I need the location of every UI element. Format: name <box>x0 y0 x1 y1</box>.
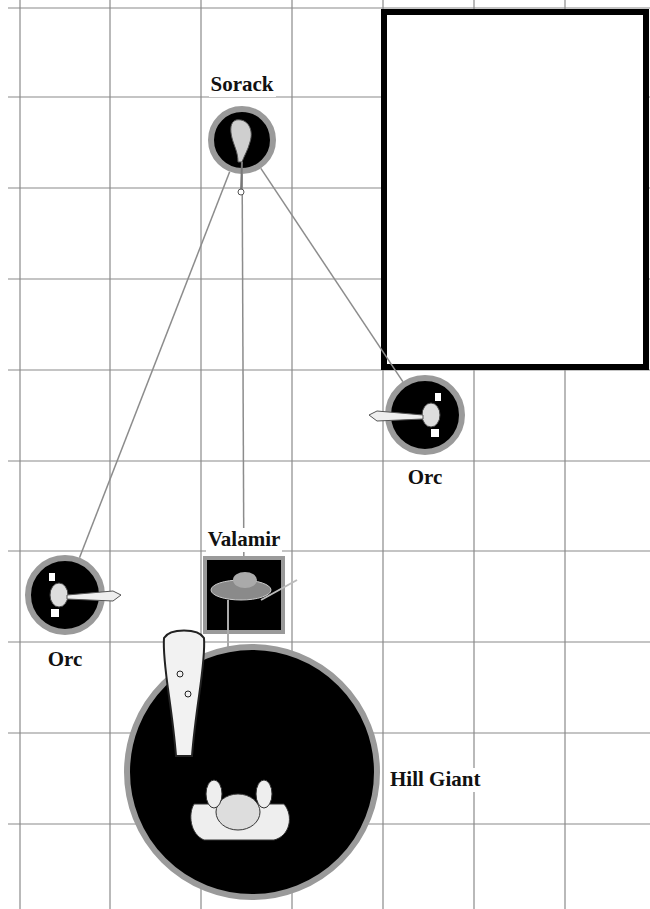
monster-token: Orc <box>25 555 105 635</box>
token-art <box>127 631 377 898</box>
pc-token: Sorack <box>208 106 276 174</box>
token-outline <box>25 555 105 635</box>
token-name: Hill Giant <box>388 768 482 791</box>
wall-block <box>384 12 646 367</box>
token-outline <box>203 556 285 634</box>
token-name: Orc <box>46 648 85 671</box>
token-outline <box>124 644 380 900</box>
monster-token: Orc <box>385 375 465 455</box>
token-art <box>211 109 273 195</box>
grid-lines <box>8 0 650 909</box>
token-outline <box>385 375 465 455</box>
token-art <box>369 378 462 452</box>
sight-line <box>242 174 244 556</box>
sight-line <box>261 168 403 381</box>
token-outline <box>208 106 276 174</box>
pc-token: Valamir <box>203 556 285 634</box>
token-name: Orc <box>406 466 445 489</box>
token-art <box>28 558 121 632</box>
token-name: Valamir <box>206 528 283 551</box>
monster-token: Hill Giant <box>124 644 380 900</box>
sight-line <box>80 172 230 558</box>
token-name: Sorack <box>209 73 276 96</box>
